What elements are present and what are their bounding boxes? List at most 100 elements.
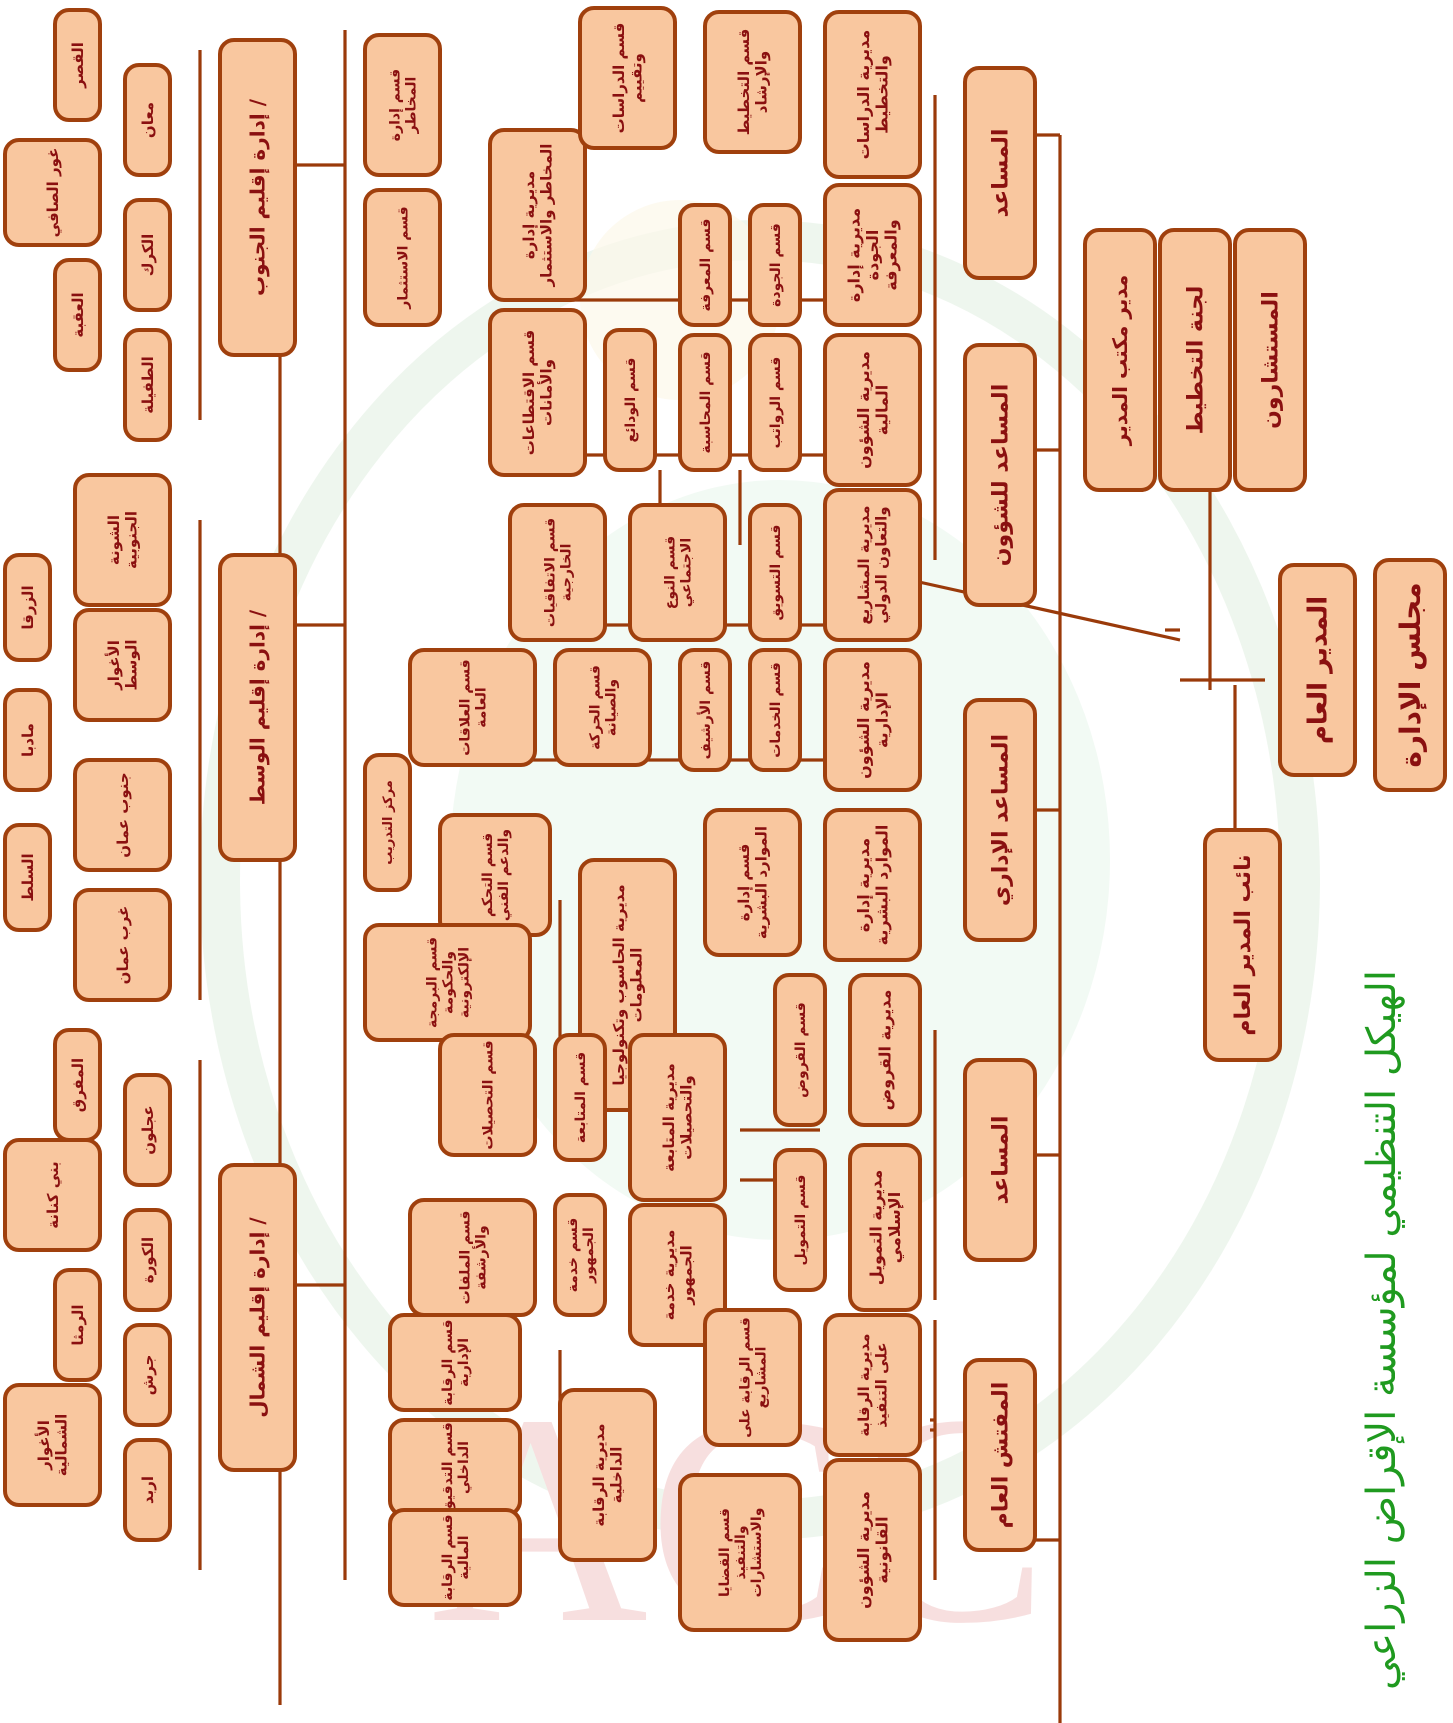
section-box: قسم التحصيلات (440, 1035, 535, 1155)
planning-box: لجنة التخطيط (1160, 230, 1230, 490)
directorate-box: قسم الاقتطاعاتوالأمانات (490, 310, 585, 475)
box-label: جرش (139, 1355, 157, 1396)
branch-box: عجلون (125, 1075, 170, 1185)
directorate-box: مديرية الشؤونالقانونية (825, 1460, 920, 1640)
box-label: قسم إدارةالمخاطر (387, 69, 419, 141)
branch-box: الأغوارالوسط (75, 610, 170, 720)
box-label: قسم الخدمات (768, 662, 784, 758)
box-label: المساعد للشؤون (989, 384, 1014, 566)
region-box: إدارة إقليم الوسط / (220, 555, 295, 860)
box-label: الكورة (139, 1237, 157, 1283)
section-box: قسم الرقابةالمالية (390, 1510, 520, 1605)
assistant-box: المساعد للشؤون (965, 345, 1035, 605)
section-box: مركز التدريب (365, 755, 410, 890)
section-box: قسم النوعالاجتماعي (630, 505, 725, 640)
advisors-box: المستشارون (1235, 230, 1305, 490)
box-label: الشونةالجنوبية (105, 511, 140, 569)
box-label: قسم الرواتب (768, 357, 784, 449)
gm-box: المدير العام (1280, 565, 1355, 775)
region-box: إدارة إقليم الشمال / (220, 1165, 295, 1470)
directorate-box: مديرية الدراساتوالتخطيط (825, 12, 920, 177)
box-label: مديرية المشاريعوالتعاون الدولي (855, 505, 890, 624)
box-label: قسم التحكموالدعم الفني (480, 829, 512, 921)
box-label: السلط (19, 853, 37, 901)
box-label: مدير مكتب المدير (1108, 275, 1132, 446)
box-label: الطفيلة (139, 356, 157, 414)
branch-box: الأغوارالشمالية (5, 1385, 100, 1505)
box-label: مديرية الرقابةعلى التنفيذ (855, 1333, 890, 1436)
branch-box: المفرق (55, 1030, 100, 1140)
box-label: قسم القروض (793, 1002, 809, 1098)
box-label: الرمثا (69, 1304, 87, 1345)
branch-box: اربد (125, 1440, 170, 1540)
box-label: قسم التسويق (768, 525, 784, 621)
directorate-box: مديرية الشؤونالإدارية (825, 650, 920, 790)
branch-box: معان (125, 65, 170, 175)
box-label: إدارة إقليم الوسط / (246, 609, 270, 805)
section-box: قسم خدمةالجمهور (555, 1195, 605, 1315)
box-label: قسم خدمةالجمهور (565, 1218, 597, 1293)
box-label: لجنة التخطيط (1184, 286, 1209, 435)
assistant-box: المساعد الإداري (965, 700, 1035, 940)
branch-box: جرش (125, 1325, 170, 1425)
directorate-box: مديرية الرقابةالداخلية (560, 1390, 655, 1560)
box-label: مديرية إدارةالموارد البشرية (854, 825, 891, 946)
branch-box: غور الصافي (5, 140, 100, 245)
section-box: قسم الرقابة علىالمشاريع (705, 1310, 800, 1445)
box-label: غرب عمان (114, 906, 132, 985)
box-label: قسم الاستثمار (395, 206, 411, 309)
inspector-box: المفتش العام (965, 1360, 1035, 1550)
directorate-box: مديرية القروض (850, 975, 920, 1125)
box-label: مجلس الإدارة (1394, 582, 1427, 767)
assistant-box: المساعد (965, 68, 1035, 278)
branch-box: مادبا (5, 690, 50, 790)
box-label: المساعد الإداري (989, 734, 1014, 906)
branch-box: الرمثا (55, 1270, 100, 1380)
box-label: المدير العام (1304, 596, 1334, 744)
assistant-box: المساعد (965, 1060, 1035, 1260)
section-box: قسم التسويق (750, 505, 800, 640)
directorate-box: مديرية المشاريعوالتعاون الدولي (825, 490, 920, 640)
section-box: قسم إدارةالموارد البشرية (705, 810, 800, 955)
box-label: بني كنانة (44, 1161, 62, 1228)
box-label: الزرقا (19, 585, 37, 629)
box-label: مديرية المتابعةوالتحصيلات (660, 1063, 695, 1172)
box-label: جنوب عمان (114, 772, 132, 857)
box-label: المفتش العام (989, 1382, 1014, 1529)
section-box: قسم المحاسبة (680, 335, 730, 470)
directorate-box: مديرية الشؤونالمالية (825, 335, 920, 485)
branch-box: القصر (55, 10, 100, 120)
section-box: قسم الملفاتوالأرشفة (410, 1200, 535, 1315)
section-box: قسم العلاقاتالعامة (410, 650, 535, 765)
branch-box: غرب عمان (75, 890, 170, 1000)
box-label: قسم المعرفة (698, 219, 714, 312)
box-label: المستشارون (1259, 291, 1284, 429)
box-label: مركز التدريب (381, 780, 396, 865)
box-label: الأغوارالوسط (105, 640, 140, 691)
section-box: قسم الأرشيف (680, 650, 730, 770)
chart-title-line-1: الهيكل التنظيمي لمؤسسة الإقراض الزراعي (1359, 970, 1405, 1690)
box-label: غور الصافي (44, 148, 62, 238)
box-label: الكرك (139, 234, 157, 277)
directorate-box: مديرية الرقابةعلى التنفيذ (825, 1315, 920, 1455)
section-box: قسم التمويل (775, 1150, 825, 1290)
section-box: قسم الرقابةالإدارية (390, 1315, 520, 1410)
box-label: إدارة إقليم الجنوب / (246, 98, 270, 296)
box-label: المساعد (989, 1116, 1014, 1205)
boxes: مجلس الإدارةالمدير العامنائب المدير العا… (5, 8, 1445, 1640)
section-box: قسم التدقيقالداخلي (390, 1420, 520, 1515)
directorate-box: مديرية إدارةالمخاطر والاستثمار (490, 130, 585, 300)
section-box: قسم إدارةالمخاطر (365, 35, 440, 175)
box-label: قسم الأرشيف (697, 661, 714, 760)
box-label: العقبة (69, 292, 87, 337)
box-label: قسم التمويل (793, 1175, 809, 1266)
section-box: قسم المعرفة (680, 205, 730, 325)
section-box: قسم القضاياوالتنفيذوالاستشارات (680, 1475, 800, 1630)
branch-box: جنوب عمان (75, 760, 170, 870)
branch-box: الزرقا (5, 555, 50, 660)
section-box: قسم الاتفاقياتالخارجية (510, 505, 605, 640)
box-label: إدارة إقليم الشمال / (246, 1217, 270, 1418)
branch-box: الكرك (125, 200, 170, 310)
box-label: قسم المتابعة (573, 1052, 589, 1143)
